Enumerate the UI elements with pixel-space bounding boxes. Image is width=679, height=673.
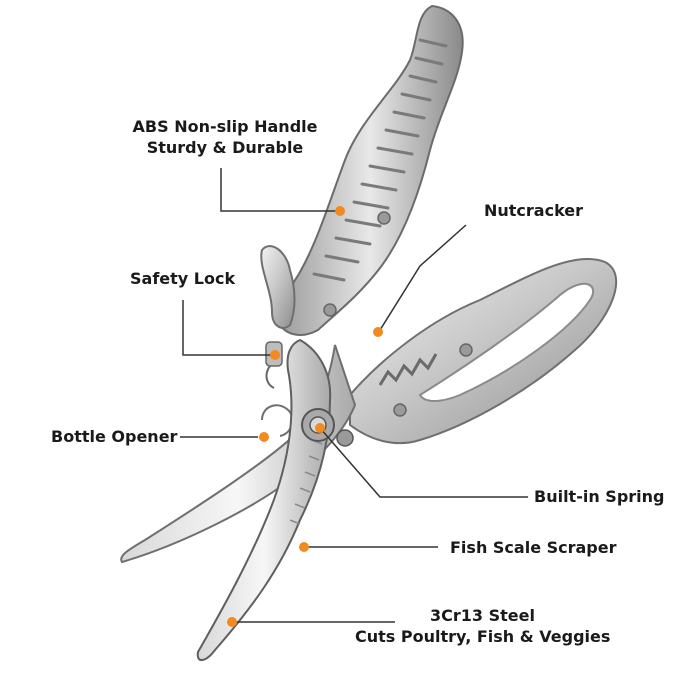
- marker-dot-scraper: [299, 542, 309, 552]
- leader-lines: [180, 168, 528, 623]
- marker-dot-nutcracker: [373, 327, 383, 337]
- callout-spring: Built-in Spring: [534, 487, 665, 506]
- marker-dots: [227, 206, 383, 627]
- leader-safety-lock: [182, 300, 272, 356]
- marker-dot-handle: [335, 206, 345, 216]
- marker-dot-safety-lock: [270, 350, 280, 360]
- callout-nutcracker: Nutcracker: [484, 201, 584, 220]
- callout-bottle-opener: Bottle Opener: [51, 427, 178, 446]
- marker-dot-spring: [315, 423, 325, 433]
- leader-nutcracker: [379, 224, 467, 331]
- leader-handle: [220, 168, 340, 212]
- marker-dot-steel: [227, 617, 237, 627]
- callout-scraper: Fish Scale Scraper: [450, 538, 617, 557]
- callout-handle-line1: ABS Non-slip Handle: [132, 117, 318, 136]
- leader-spring: [319, 427, 528, 498]
- marker-dot-bottle-opener: [259, 432, 269, 442]
- callout-handle: ABS Non-slip Handle Sturdy & Durable: [130, 116, 320, 158]
- callout-steel: 3Cr13 Steel Cuts Poultry, Fish & Veggies: [355, 605, 610, 647]
- safety-lock: [265, 341, 283, 389]
- callout-handle-line2: Sturdy & Durable: [146, 138, 304, 157]
- callout-steel-line1: 3Cr13 Steel: [430, 606, 535, 625]
- callout-steel-line2: Cuts Poultry, Fish & Veggies: [355, 627, 611, 646]
- ribbed-handle: [260, 4, 464, 336]
- callout-safety-lock: Safety Lock: [130, 269, 236, 288]
- loop-handle: [349, 257, 618, 445]
